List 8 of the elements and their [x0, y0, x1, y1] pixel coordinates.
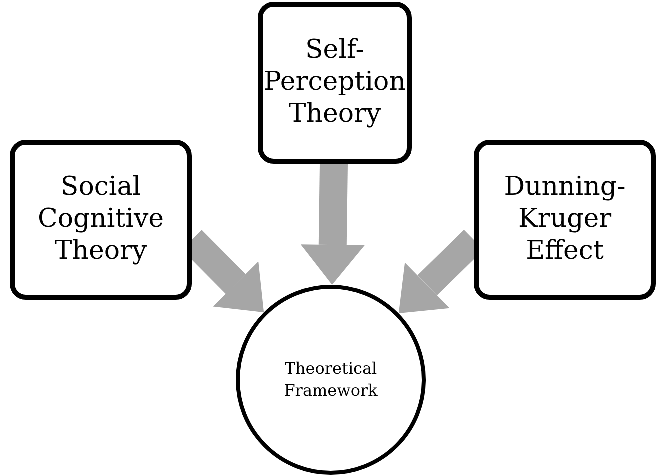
theory-box [474, 140, 656, 300]
theory-label: Self-Perception Theory [263, 35, 407, 131]
theory-label: Dunning-Kruger Effect [503, 172, 627, 268]
block-arrow [300, 164, 365, 285]
framework-label: Theoretical Framework [283, 358, 379, 402]
theory-label: Social Cognitive Theory [36, 172, 166, 268]
theory-box [10, 140, 192, 300]
theory-box [258, 2, 412, 164]
